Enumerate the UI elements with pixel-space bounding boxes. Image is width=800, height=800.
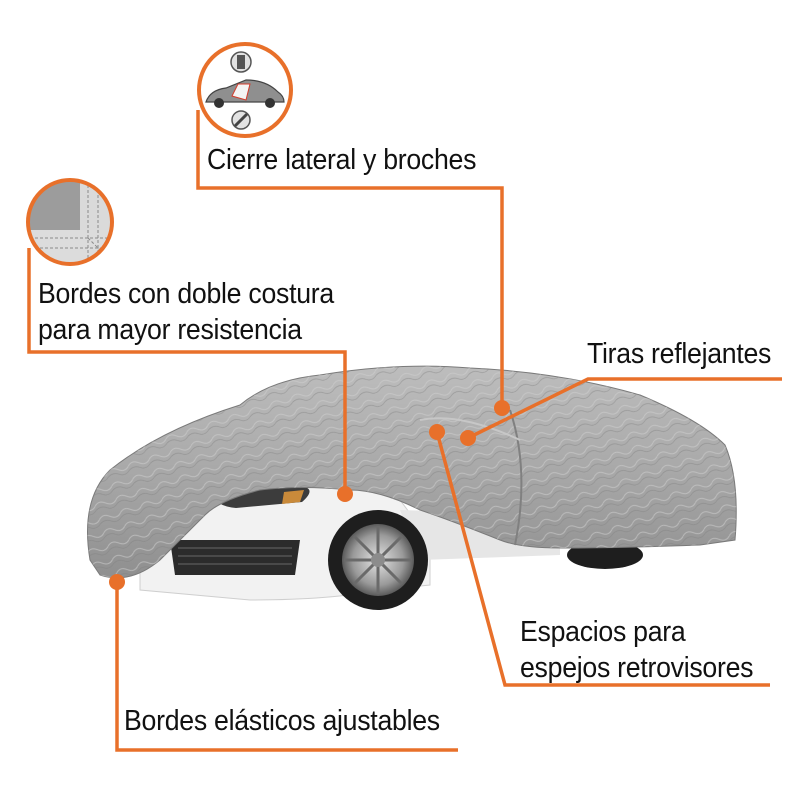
marker-elastic-dot [109, 574, 125, 590]
callout-double-stitch-line-1: Bordes con doble costura [38, 278, 334, 310]
callout-reflective-strips: Tiras reflejantes [587, 336, 771, 372]
connector-side-zipper [196, 110, 504, 408]
marker-reflective-dot [460, 430, 476, 446]
double-stitch-edge-icon [26, 178, 114, 266]
callout-elastic-edges-text: Bordes elásticos ajustables [124, 705, 440, 737]
front-wheel [328, 510, 428, 610]
callout-reflective-strips-text: Tiras reflejantes [587, 338, 772, 370]
callout-mirror-pockets-line-1: Espacios para [520, 616, 686, 648]
connector-mirror-pockets [435, 431, 770, 687]
callout-mirror-pockets-line-2: espejos retrovisores [520, 652, 754, 684]
callout-elastic-edges: Bordes elásticos ajustables [124, 703, 440, 739]
car-cover [87, 365, 737, 579]
callout-side-zipper: Cierre lateral y broches [207, 142, 476, 178]
callout-mirror-pockets: Espacios para espejos retrovisores [520, 614, 753, 686]
callout-side-zipper-text: Cierre lateral y broches [207, 144, 477, 176]
marker-side-zipper-dot [494, 400, 510, 416]
marker-double-stitch-dot [337, 486, 353, 502]
callout-double-stitch-line-2: para mayor resistencia [38, 314, 302, 346]
zipper-and-snap-icon [197, 42, 293, 138]
connector-elastic-edges [115, 582, 458, 752]
connector-double-stitch [27, 248, 347, 494]
marker-mirror-dot [429, 424, 445, 440]
callout-double-stitch: Bordes con doble costura para mayor resi… [38, 276, 334, 348]
connector-reflective-strips [467, 377, 782, 440]
